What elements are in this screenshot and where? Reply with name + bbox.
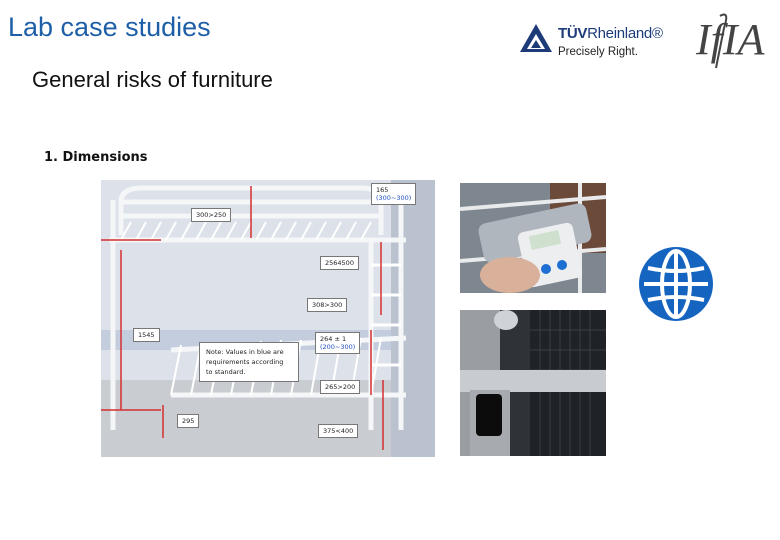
dimension-label-308: 308>300 bbox=[307, 298, 348, 313]
tuv-rheinland-logo: TÜVRheinland® Precisely Right. bbox=[518, 16, 688, 64]
dimension-label-264: 264 ± 1(200~300) bbox=[315, 332, 361, 355]
dimension-label-295: 295 bbox=[177, 414, 200, 429]
section-heading: 1. Dimensions bbox=[44, 150, 148, 165]
tuv-logo-wordmark: TÜVRheinland® bbox=[558, 25, 663, 42]
ifia-logo: IfIA bbox=[694, 6, 774, 74]
dimension-label-1545: 1545 bbox=[133, 328, 160, 343]
slide-title: Lab case studies bbox=[8, 12, 211, 42]
slide-subtitle: General risks of furniture bbox=[32, 67, 273, 92]
bunk-bed-photo: 165(300~300) 300>250 2564500 308>300 154… bbox=[101, 180, 435, 457]
dimension-label-256: 2564500 bbox=[320, 256, 359, 271]
dimension-label-265: 265>200 bbox=[320, 380, 361, 395]
dimension-label-165: 165(300~300) bbox=[371, 183, 417, 206]
tuv-logo-tagline: Precisely Right. bbox=[558, 46, 638, 58]
requirements-note: Note: Values in blue are requirements ac… bbox=[199, 342, 299, 383]
force-gauge-photo bbox=[460, 183, 606, 293]
bed-corner-photo bbox=[460, 310, 606, 456]
dimension-label-375: 375<400 bbox=[318, 424, 359, 439]
dimension-label-300: 300>250 bbox=[191, 208, 232, 223]
tuv-triangle-icon bbox=[520, 24, 552, 52]
ifia-logo-text: IfIA bbox=[695, 15, 766, 64]
globe-icon bbox=[639, 247, 713, 321]
